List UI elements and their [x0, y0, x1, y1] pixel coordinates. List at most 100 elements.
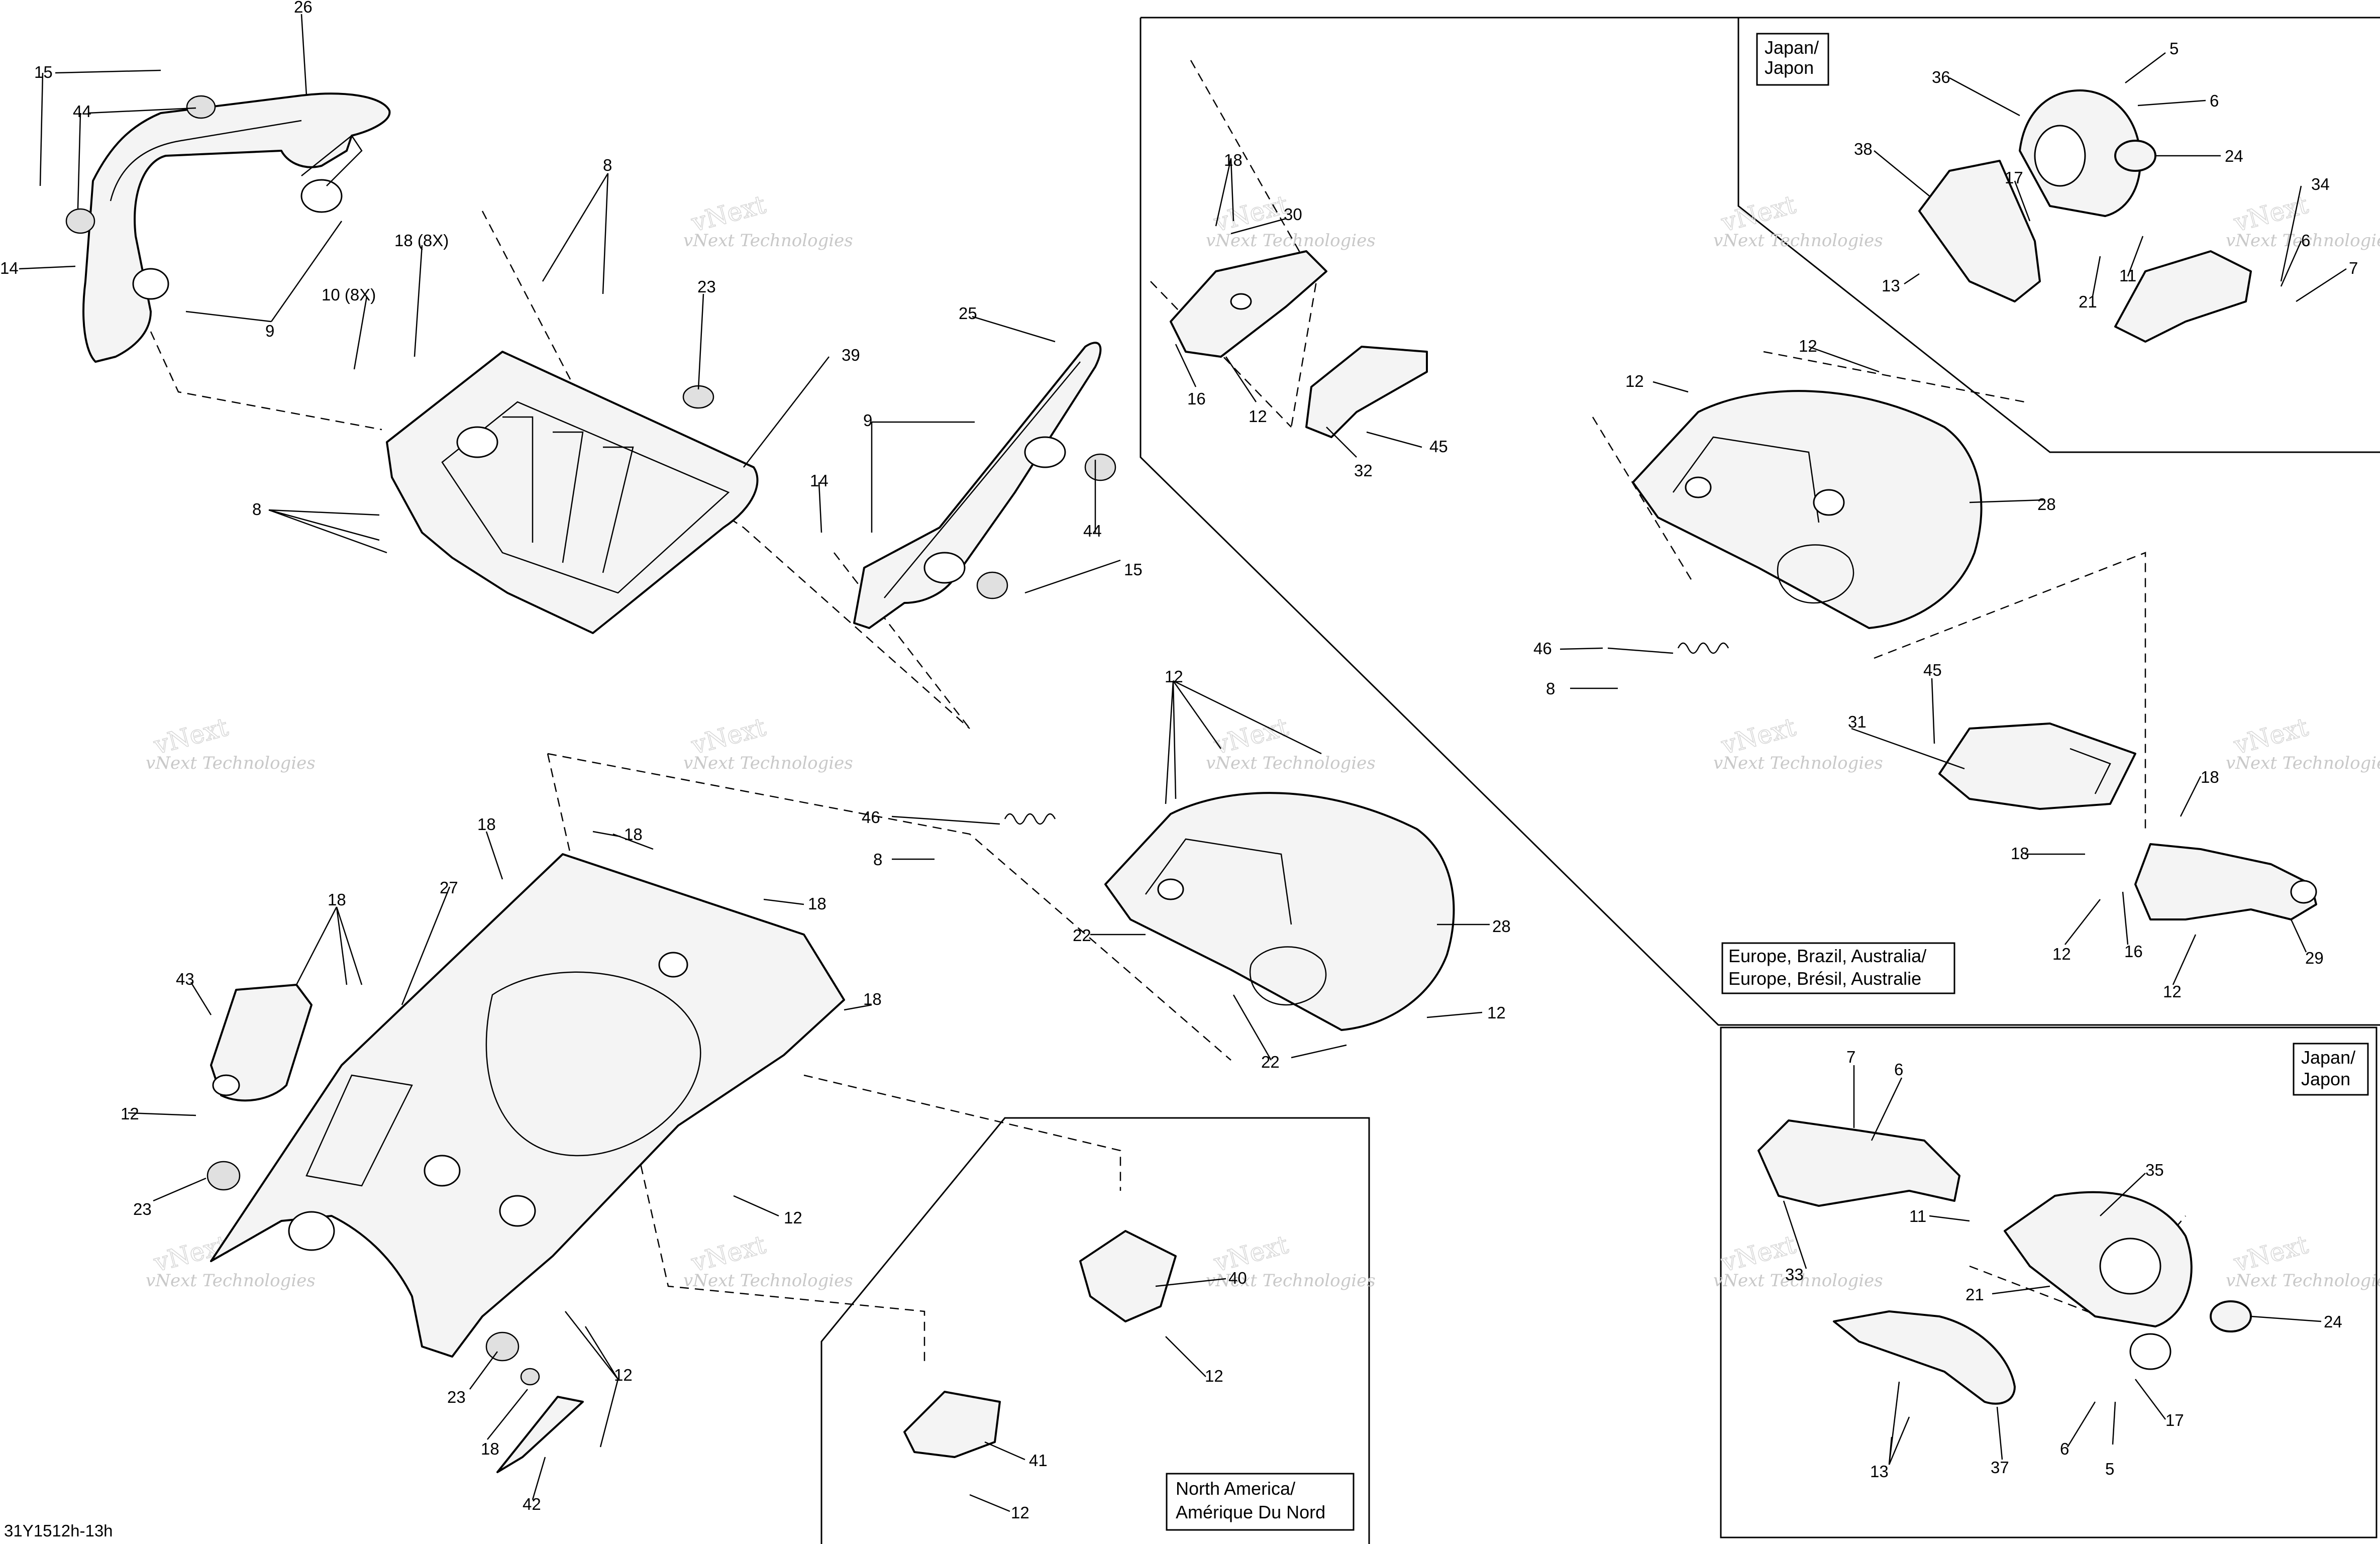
- callout-12: 12: [2052, 945, 2071, 963]
- callout-18: 18: [2201, 768, 2219, 786]
- svg-text:vNext Technologies: vNext Technologies: [683, 753, 853, 773]
- callout-18: 18: [863, 990, 882, 1008]
- region-label-europe: Europe, Brazil, Australia/ Europe, Brési…: [1721, 942, 1955, 994]
- callout-46: 46: [862, 808, 880, 827]
- callout-12: 12: [2163, 982, 2182, 1001]
- callout-7: 7: [2349, 259, 2358, 277]
- callout-18: 18: [1224, 151, 1243, 169]
- callout-32: 32: [1354, 461, 1373, 480]
- callout-33: 33: [1785, 1265, 1804, 1284]
- svg-text:Amérique Du Nord: Amérique Du Nord: [1176, 1502, 1325, 1522]
- callout-18: 18: [624, 825, 643, 844]
- callout-8: 8: [603, 156, 612, 174]
- callout-8: 8: [873, 850, 882, 869]
- svg-text:vNext Technologies: vNext Technologies: [2226, 1271, 2380, 1291]
- part-39-support-frame: [386, 351, 759, 634]
- callout-37: 37: [1991, 1458, 2009, 1477]
- svg-text:vNext Technologies: vNext Technologies: [2226, 753, 2380, 773]
- callout-18: 18: [2011, 844, 2029, 863]
- part-27-lower-panel: [210, 853, 845, 1358]
- callout-23: 23: [133, 1200, 152, 1218]
- svg-text:vNext Technologies: vNext Technologies: [1713, 753, 1883, 773]
- callout-9: 9: [265, 322, 274, 340]
- svg-text:vNext Technologies: vNext Technologies: [1713, 231, 1883, 251]
- part-43-cover: [210, 984, 313, 1102]
- region-label-japan-bottom: Japan/ Japon: [2293, 1043, 2369, 1096]
- callout-27: 27: [440, 878, 458, 897]
- callout-44: 44: [1083, 522, 1102, 540]
- part-32-bracket: [1305, 346, 1428, 438]
- callout-41: 41: [1029, 1451, 1048, 1470]
- callout-6: 6: [1894, 1060, 1903, 1079]
- callout-21: 21: [1965, 1285, 1984, 1304]
- part-28-upper-seat-base: [1632, 390, 1983, 629]
- svg-text:vNext Technologies: vNext Technologies: [683, 231, 853, 251]
- callout-12: 12: [614, 1366, 633, 1384]
- callout-29: 29: [2305, 949, 2324, 967]
- callout-21: 21: [2079, 292, 2097, 311]
- callout-17: 17: [2005, 168, 2023, 187]
- callout-5: 5: [2169, 39, 2179, 58]
- section-frames: [820, 17, 2380, 1544]
- svg-text:vNext Technologies: vNext Technologies: [146, 753, 316, 773]
- svg-text:vNext Technologies: vNext Technologies: [1206, 1271, 1376, 1291]
- part-36-cover: [2019, 89, 2141, 217]
- callout-39: 39: [842, 346, 860, 364]
- region-label-japan-top: Japan/ Japon: [1756, 33, 1829, 86]
- part-24-cap: [2114, 140, 2156, 172]
- part-34-bracket: [2114, 250, 2252, 343]
- callout-23: 23: [447, 1388, 466, 1406]
- callout-12: 12: [1011, 1503, 1029, 1522]
- callout-12: 12: [1799, 337, 1817, 355]
- part-25-side-rail: [853, 342, 1102, 629]
- callout-22: 22: [1073, 926, 1091, 945]
- callout-14: 14: [810, 471, 829, 490]
- callout-18-8x: 18 (8X): [394, 231, 449, 250]
- callout-45: 45: [1429, 437, 1448, 456]
- part-24-cap-b: [2210, 1300, 2252, 1332]
- part-41-plate: [903, 1391, 1001, 1458]
- callout-12: 12: [1249, 407, 1267, 426]
- callout-labels: 26 15 44 14 9 8 18 (8X) 10 (8X) 23 39 8 …: [0, 0, 2358, 1522]
- callout-46: 46: [1533, 639, 1552, 658]
- callout-18: 18: [481, 1439, 499, 1458]
- callout-leader-lines: [19, 14, 2347, 1512]
- part-38-cover: [1918, 160, 2041, 302]
- callout-17: 17: [2165, 1411, 2184, 1429]
- callout-9: 9: [863, 411, 872, 430]
- svg-text:vNext Technologies: vNext Technologies: [1713, 1271, 1883, 1291]
- callout-12: 12: [121, 1104, 139, 1123]
- svg-text:Japon: Japon: [1765, 57, 1814, 78]
- callout-6: 6: [2210, 91, 2219, 110]
- callout-26: 26: [294, 0, 313, 16]
- part-30-bracket: [1170, 250, 1327, 358]
- callout-12: 12: [1625, 372, 1644, 390]
- part-37-cover: [1833, 1310, 2016, 1405]
- callout-13: 13: [1870, 1462, 1889, 1481]
- callout-22: 22: [1261, 1053, 1280, 1071]
- region-label-north-america: North America/ Amérique Du Nord: [1166, 1473, 1355, 1531]
- svg-text:vNext Technologies: vNext Technologies: [2226, 231, 2380, 251]
- callout-30: 30: [1284, 205, 1302, 224]
- diagram-code: 31Y1512h-13h: [4, 1521, 113, 1540]
- callout-40: 40: [1228, 1269, 1247, 1287]
- callout-6: 6: [2060, 1439, 2069, 1458]
- callout-10-8x: 10 (8X): [322, 285, 376, 304]
- part-35-cover: [2004, 1191, 2193, 1370]
- part-46-spring-upper: [1607, 642, 1729, 654]
- part-29-bracket: [2134, 843, 2317, 920]
- callout-35: 35: [2145, 1161, 2164, 1179]
- callout-36: 36: [1932, 68, 1950, 86]
- callout-12: 12: [784, 1208, 802, 1227]
- callout-18: 18: [808, 894, 826, 913]
- callout-11: 11: [1909, 1207, 1926, 1225]
- callout-16: 16: [1187, 389, 1206, 408]
- svg-text:vNext Technologies: vNext Technologies: [683, 1271, 853, 1291]
- callout-24: 24: [2225, 147, 2243, 165]
- part-28-lower-seat-base: [1104, 792, 1455, 1031]
- callout-15: 15: [34, 63, 53, 81]
- callout-12: 12: [1205, 1367, 1223, 1385]
- callout-23: 23: [697, 277, 716, 296]
- callout-6: 6: [2301, 231, 2310, 250]
